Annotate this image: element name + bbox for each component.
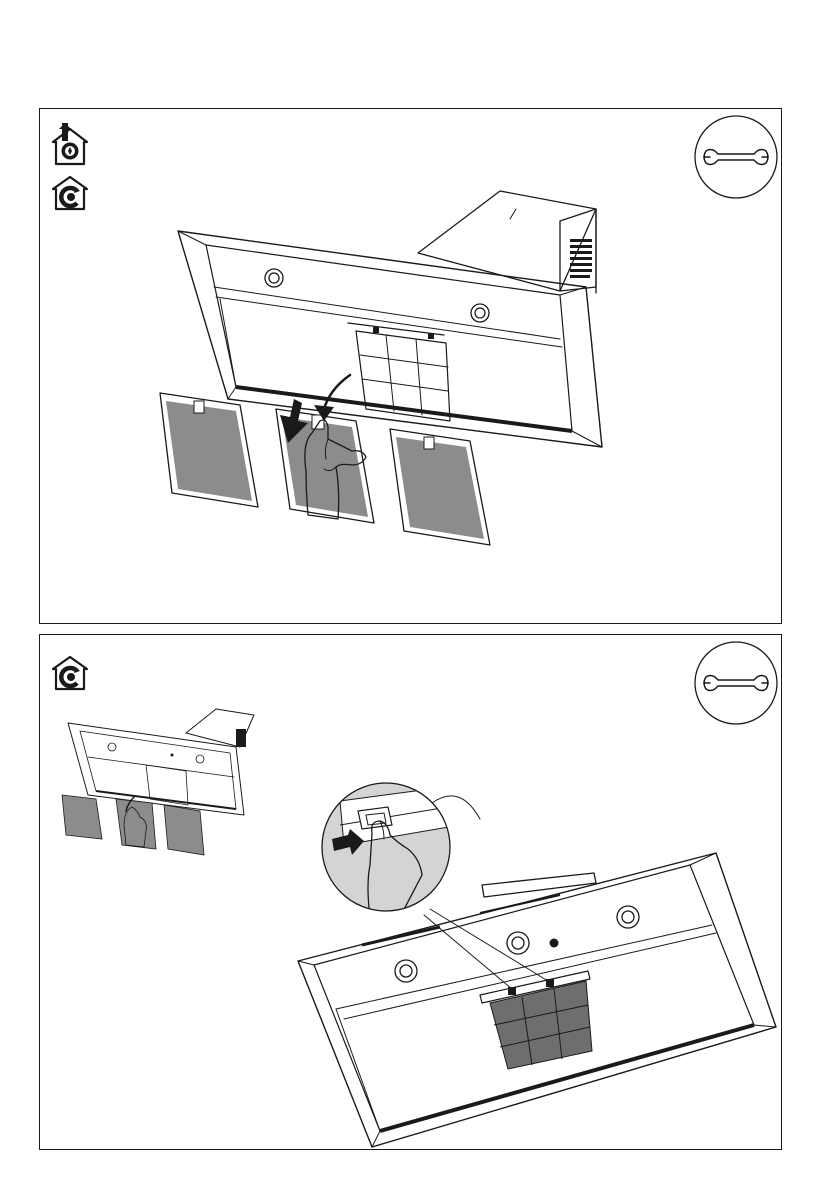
grease-filter-right xyxy=(390,429,490,545)
carbon-filter xyxy=(480,971,592,1069)
hood-motor-housing xyxy=(418,191,596,293)
grease-filter-left xyxy=(160,393,258,507)
hood-thumbnail xyxy=(62,709,254,855)
panel-carbon-filter-detail xyxy=(39,634,782,1150)
panel-grease-filter-removal xyxy=(39,108,782,624)
hood-filter-removal-drawing xyxy=(40,109,783,625)
carbon-filter-frame xyxy=(348,323,450,421)
carbon-filter-detail-drawing xyxy=(40,635,783,1151)
clip-detail-magnifier xyxy=(320,781,480,917)
